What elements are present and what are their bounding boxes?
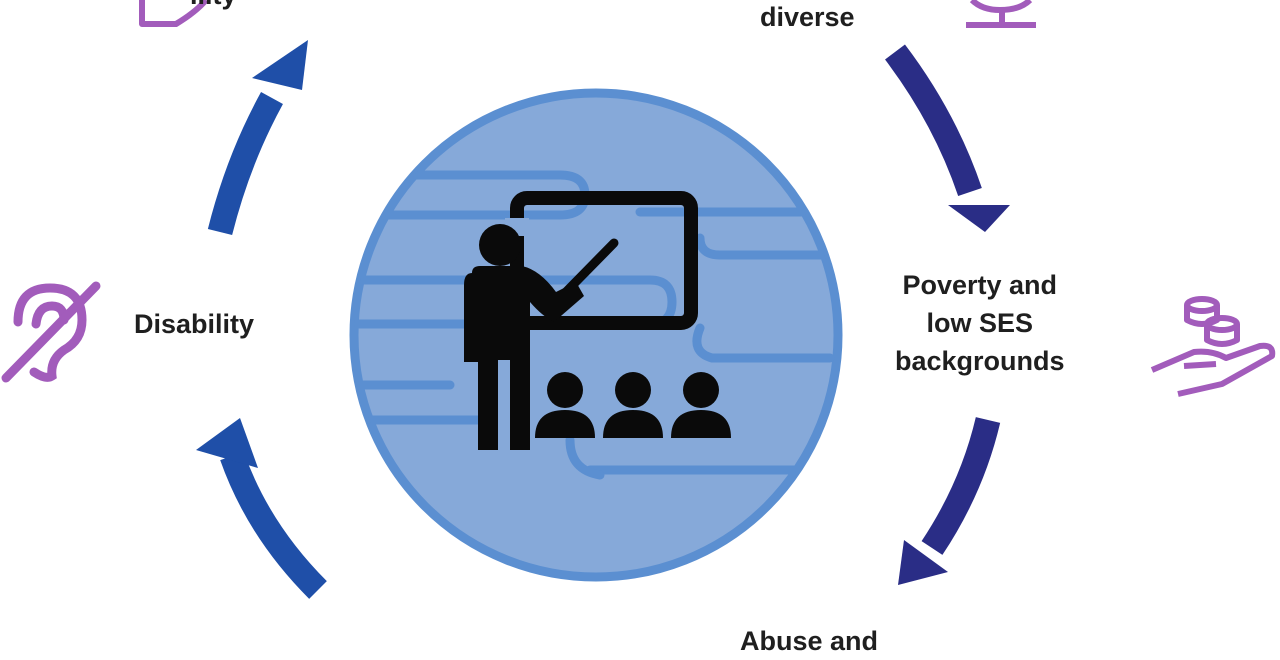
label-poverty-line2: low SES <box>926 308 1034 338</box>
central-circle <box>349 88 843 582</box>
student-figures <box>535 372 731 438</box>
label-diverse: diverse <box>760 2 855 32</box>
coins-in-hand-icon <box>1150 296 1276 397</box>
diagram-svg <box>1 0 1276 599</box>
globe-icon <box>966 0 1036 28</box>
circle-wave-pattern <box>354 170 835 480</box>
hearing-disabled-icon <box>1 281 101 383</box>
label-poverty: Poverty and low SES backgrounds <box>895 266 1065 380</box>
label-abuse: Abuse and <box>740 626 879 656</box>
label-top-left: ...ty <box>190 0 237 14</box>
flag-icon <box>139 0 209 27</box>
label-disability: Disability <box>134 309 255 339</box>
label-poverty-line3: backgrounds <box>895 346 1065 376</box>
arrow-right-down <box>898 417 1001 585</box>
cycle-arrows <box>196 40 1010 599</box>
arrow-left-bottom-up <box>196 418 327 599</box>
label-poverty-line1: Poverty and <box>902 270 1058 300</box>
arrow-top-right-down <box>885 44 1010 232</box>
teacher-with-students-icon <box>464 191 731 450</box>
arrow-left-up <box>207 40 308 236</box>
